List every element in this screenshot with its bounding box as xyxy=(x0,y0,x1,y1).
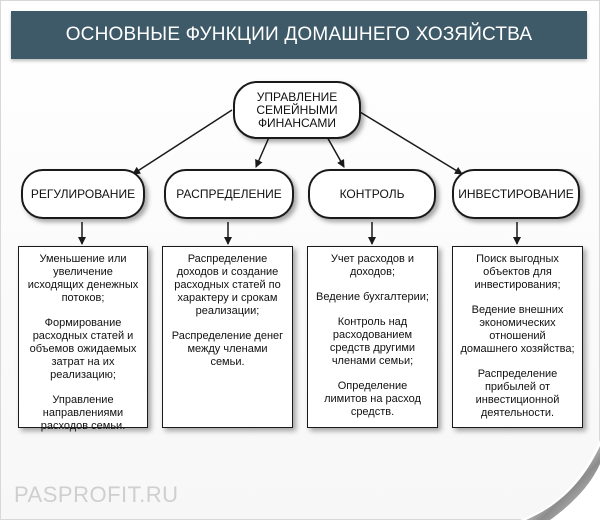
branch-node-control: КОНТРОЛЬ xyxy=(308,169,436,219)
detail-item: Ведение бухгалтерии; xyxy=(315,291,429,303)
arrow-root-to-regulation xyxy=(132,109,233,175)
branch-label-control: КОНТРОЛЬ xyxy=(339,186,405,201)
arrow-root-to-investment xyxy=(359,111,463,175)
arrow-root-to-control xyxy=(325,134,345,168)
root-node: УПРАВЛЕНИЕ СЕМЕЙНЫМИ ФИНАНСАМИ xyxy=(233,81,361,139)
detail-item: Распределение прибылей от инвестиционной… xyxy=(475,368,560,419)
branch-node-distribution: РАСПРЕДЕЛЕНИЕ xyxy=(164,169,294,219)
detail-item: Контроль над расходованием средств други… xyxy=(329,316,416,367)
diagram-title-text: ОСНОВНЫЕ ФУНКЦИИ ДОМАШНЕГО ХОЗЯЙСТВА xyxy=(65,24,533,45)
diagram-title: ОСНОВНЫЕ ФУНКЦИИ ДОМАШНЕГО ХОЗЯЙСТВА xyxy=(11,11,587,59)
detail-item: Определение лимитов на расход средств. xyxy=(324,380,421,418)
detail-item: Управление направлениями расходов семьи. xyxy=(40,394,126,432)
page-curl-icon xyxy=(520,440,600,520)
root-line-3: ФИНАНСАМИ xyxy=(257,115,337,130)
detail-item: Ведение внешних экономических отношений … xyxy=(460,304,575,355)
detail-item: Формирование расходных статей и объемов … xyxy=(29,317,137,381)
branch-node-investment: ИНВЕСТИРОВАНИЕ xyxy=(452,169,580,219)
detail-item: Распределение доходов и создание расходн… xyxy=(174,253,281,317)
detail-item: Учет расходов и доходов; xyxy=(330,253,415,278)
branch-label-distribution: РАСПРЕДЕЛЕНИЕ xyxy=(176,186,282,201)
detail-box-control: Учет расходов и доходов; Ведение бухгалт… xyxy=(307,246,438,428)
detail-item: Распределение денег между членами семьи. xyxy=(171,330,284,368)
root-line-2: СЕМЕЙНЫМИ xyxy=(256,102,338,117)
detail-item: Поиск выгодных объектов для инвестирован… xyxy=(474,253,561,291)
detail-box-distribution: Распределение доходов и создание расходн… xyxy=(162,246,293,428)
detail-item: Уменьшение или увеличение исходящих дене… xyxy=(27,253,139,304)
detail-box-regulation: Уменьшение или увеличение исходящих дене… xyxy=(18,246,148,432)
branch-label-regulation: РЕГУЛИРОВАНИЕ xyxy=(30,186,136,201)
branch-node-regulation: РЕГУЛИРОВАНИЕ xyxy=(21,169,145,219)
arrow-root-to-distribution xyxy=(255,134,271,168)
watermark-text: PASPROFIT.RU xyxy=(14,482,179,507)
detail-box-investment: Поиск выгодных объектов для инвестирован… xyxy=(452,246,583,428)
root-line-1: УПРАВЛЕНИЕ xyxy=(256,89,338,104)
branch-label-investment: ИНВЕСТИРОВАНИЕ xyxy=(458,186,574,201)
